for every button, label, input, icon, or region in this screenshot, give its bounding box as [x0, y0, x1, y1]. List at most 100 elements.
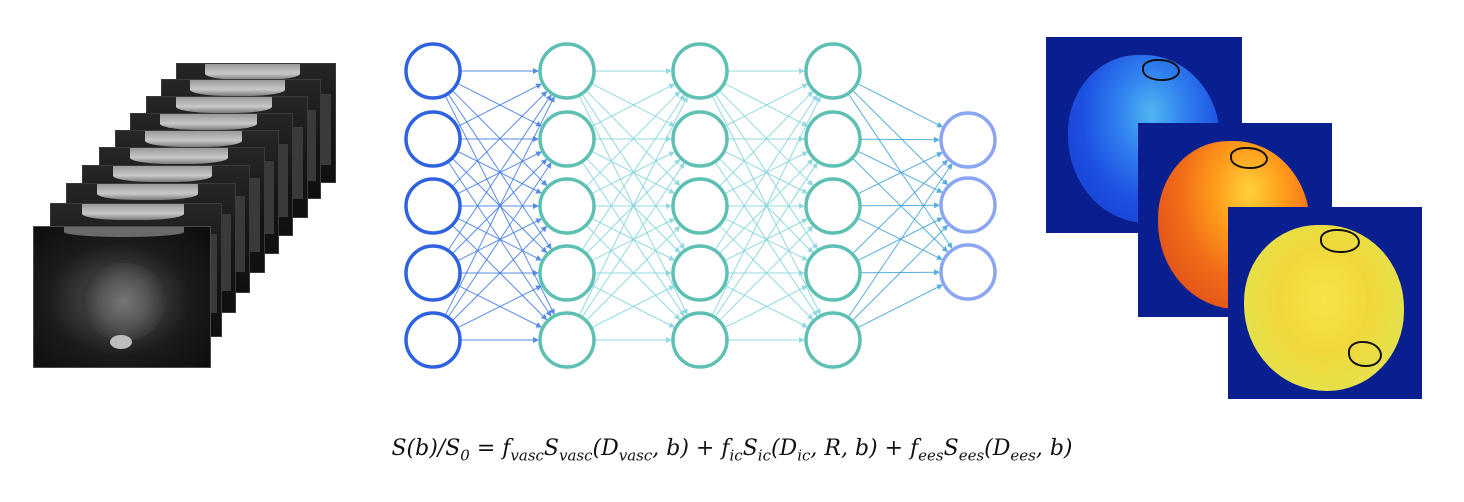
network-connection	[859, 202, 940, 209]
network-connection	[585, 157, 681, 254]
network-connection	[456, 284, 542, 328]
network-connection	[444, 94, 555, 315]
equation-subscript: ees	[958, 446, 985, 465]
network-connection	[714, 161, 818, 317]
network-connection	[451, 224, 548, 321]
network-connection	[590, 150, 675, 194]
hidden-node	[671, 177, 729, 235]
network-connection	[857, 152, 943, 195]
network-connection	[590, 83, 676, 128]
equation-term: , b) + f	[652, 436, 730, 461]
network-connection	[578, 94, 688, 315]
network-connection	[447, 94, 552, 251]
network-connection	[585, 225, 681, 322]
input-node	[404, 177, 462, 235]
equation-term: (D	[592, 436, 619, 461]
network-connection	[856, 217, 943, 262]
network-connection	[851, 224, 949, 322]
network-connection	[590, 217, 675, 261]
network-connection	[451, 157, 548, 254]
network-connection	[711, 94, 821, 315]
roi-outline	[1142, 59, 1180, 81]
network-connection	[851, 89, 949, 186]
network-connection	[456, 82, 542, 127]
input-node	[404, 42, 462, 100]
output-node	[939, 176, 997, 234]
equation-term: , R, b) + f	[810, 436, 919, 461]
signal-model-equation: S(b)/S0 = fvascSvasc(Dvasc, b) + ficSic(…	[0, 436, 1464, 464]
network-connection	[857, 217, 943, 260]
output-node	[939, 243, 997, 301]
hidden-node	[804, 177, 862, 235]
network-connection	[723, 284, 808, 328]
network-connection	[585, 90, 681, 188]
network-connection	[723, 82, 809, 127]
network-connection	[711, 96, 821, 317]
network-connection	[851, 157, 949, 253]
network-connection	[590, 285, 675, 329]
hidden-node	[538, 244, 596, 302]
network-connection	[451, 90, 548, 188]
equation-term: (D	[984, 436, 1011, 461]
network-connection	[856, 82, 944, 128]
equation-subscript: ic	[729, 446, 743, 465]
network-connection	[859, 269, 940, 276]
hidden-node	[671, 244, 729, 302]
hidden-node	[538, 42, 596, 100]
network-connection	[718, 225, 814, 322]
equation-subscript: ees	[1010, 446, 1036, 465]
equation-term: (D	[770, 436, 798, 461]
network-connection	[585, 89, 681, 187]
network-connection	[581, 162, 685, 318]
equation-term: S	[543, 436, 559, 461]
network-connection	[723, 218, 808, 262]
network-connection	[585, 224, 681, 321]
equation-subscript: vasc	[559, 446, 593, 465]
network-connection	[851, 159, 949, 255]
network-connection	[718, 89, 814, 187]
hidden-node	[671, 42, 729, 100]
bright-spot	[110, 335, 132, 349]
hidden-node	[804, 42, 862, 100]
yellow-parameter-map	[1228, 207, 1422, 399]
network-connection	[578, 96, 688, 317]
network-connection	[718, 157, 814, 254]
equation-subscript: ees	[918, 446, 944, 465]
mri-front-slice	[33, 226, 211, 368]
network-connection	[590, 218, 675, 262]
hidden-node	[538, 177, 596, 235]
network-connection	[723, 83, 809, 128]
equation-subscript: vasc	[618, 446, 653, 465]
network-connection	[714, 94, 818, 251]
network-connection	[718, 224, 814, 321]
network-connection	[590, 284, 675, 328]
network-connection	[856, 284, 943, 329]
network-connection	[723, 217, 808, 261]
hidden-node	[804, 311, 862, 369]
network-connection	[590, 82, 676, 127]
network-connection	[723, 150, 808, 194]
network-connection	[723, 285, 808, 329]
network-connection	[444, 96, 555, 317]
input-node	[404, 244, 462, 302]
equation-subscript: vasc	[510, 446, 544, 465]
hidden-node	[538, 311, 596, 369]
network-connection	[447, 162, 552, 318]
network-connection	[456, 83, 542, 128]
equation-term: S	[943, 436, 959, 461]
input-node	[404, 110, 462, 168]
network-connection	[857, 150, 943, 193]
network-connection	[456, 150, 542, 194]
equation-term: = f	[469, 436, 511, 461]
roi-outline	[1320, 229, 1360, 253]
equation-term: , b)	[1035, 436, 1073, 461]
roi-outline	[1348, 341, 1382, 367]
equation-subscript: 0	[460, 446, 470, 465]
network-connection	[451, 225, 548, 322]
network-connection	[718, 90, 814, 188]
prostate-region	[82, 263, 166, 341]
network-connection	[456, 217, 542, 261]
hidden-node	[804, 244, 862, 302]
